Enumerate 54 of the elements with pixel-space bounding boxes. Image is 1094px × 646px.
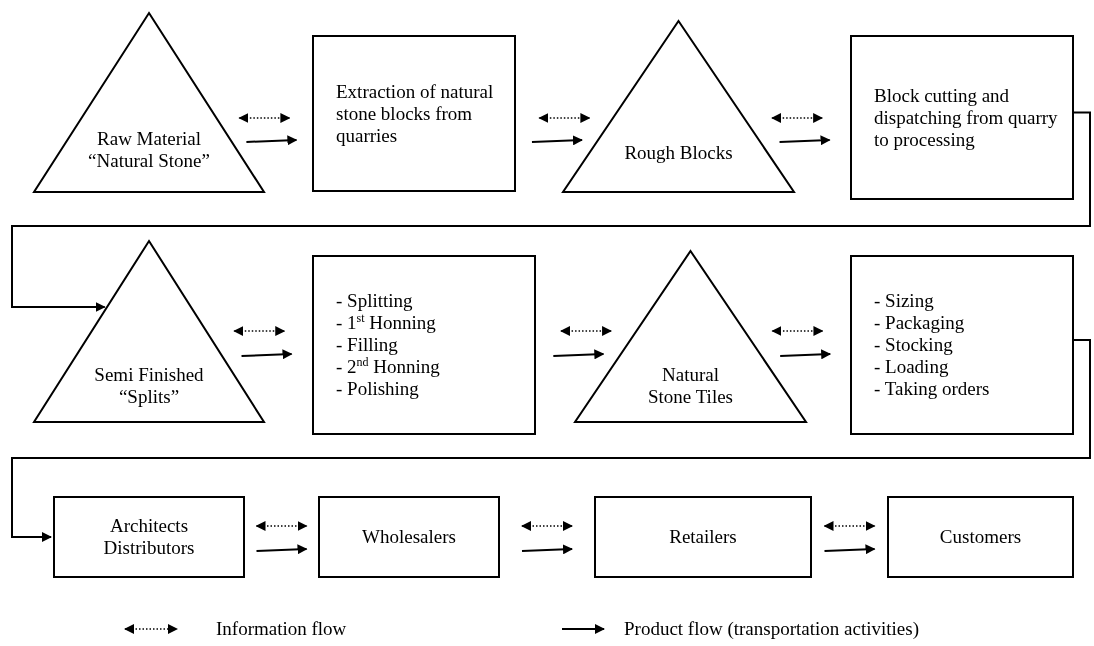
stage-label: Raw Material “Natural Stone” xyxy=(87,128,211,172)
list-item: - Splitting xyxy=(336,290,413,312)
list-item: - 2$^{nd}$ Honning xyxy=(336,356,440,378)
list-item: - Filling xyxy=(336,334,398,356)
process-box xyxy=(312,35,516,192)
product-flow-arrow xyxy=(778,135,831,146)
process-label: Customers xyxy=(939,526,1022,548)
list-item: - Taking orders xyxy=(874,378,990,400)
information-flow-arrow xyxy=(538,113,591,123)
product-flow-arrow xyxy=(240,349,293,360)
product-flow-arrow xyxy=(245,135,298,146)
stage-triangle xyxy=(34,12,264,192)
stage-triangle xyxy=(34,240,264,422)
product-flow-arrow xyxy=(11,339,1091,542)
list-item: - Stocking xyxy=(874,334,953,356)
process-label: Block cutting and dispatching from quarry to processing xyxy=(874,84,1059,151)
legend-label: Product flow (transportation activities) xyxy=(624,618,919,640)
information-flow-arrow xyxy=(255,521,308,531)
process-label: Retailers xyxy=(669,526,737,548)
process-box xyxy=(318,496,500,578)
process-label: Wholesalers xyxy=(362,526,456,548)
list-item: - Polishing xyxy=(336,378,419,400)
information-flow-arrow xyxy=(771,326,824,336)
stage-label: Natural Stone Tiles xyxy=(647,364,734,408)
process-box xyxy=(887,496,1074,578)
information-flow-arrow xyxy=(771,113,824,123)
list-item: - Sizing xyxy=(874,290,934,312)
process-box xyxy=(594,496,812,578)
list-item: - 1$^{st}$ Honning xyxy=(336,312,436,334)
product-flow-arrow xyxy=(521,544,573,555)
product-flow-arrow xyxy=(255,544,308,555)
list-item: - Loading xyxy=(874,356,949,378)
process-box xyxy=(850,255,1074,435)
stage-triangle xyxy=(575,250,806,422)
stage-triangle xyxy=(563,20,794,192)
process-box xyxy=(850,35,1074,200)
stage-label: Rough Blocks xyxy=(624,142,733,164)
product-flow-arrow xyxy=(823,544,876,555)
product-flow-arrow xyxy=(552,349,605,360)
process-label: Extraction of natural stone blocks from quarries xyxy=(336,80,495,147)
process-label: Architects Distributors xyxy=(102,515,196,559)
information-flow-arrow xyxy=(238,113,291,123)
information-flow-arrow xyxy=(560,326,613,336)
product-flow-arrow xyxy=(779,349,832,360)
information-flow-arrow xyxy=(233,326,286,336)
process-box xyxy=(53,496,245,578)
legend-label: Information flow xyxy=(216,618,347,640)
process-box xyxy=(312,255,536,435)
information-flow-arrow xyxy=(823,521,876,531)
product-flow-arrow xyxy=(11,111,1091,312)
information-flow-arrow xyxy=(521,521,573,531)
list-item: - Packaging xyxy=(874,312,965,334)
stage-label: Semi Finished “Splits” xyxy=(94,364,204,408)
product-flow-arrow xyxy=(530,135,583,146)
